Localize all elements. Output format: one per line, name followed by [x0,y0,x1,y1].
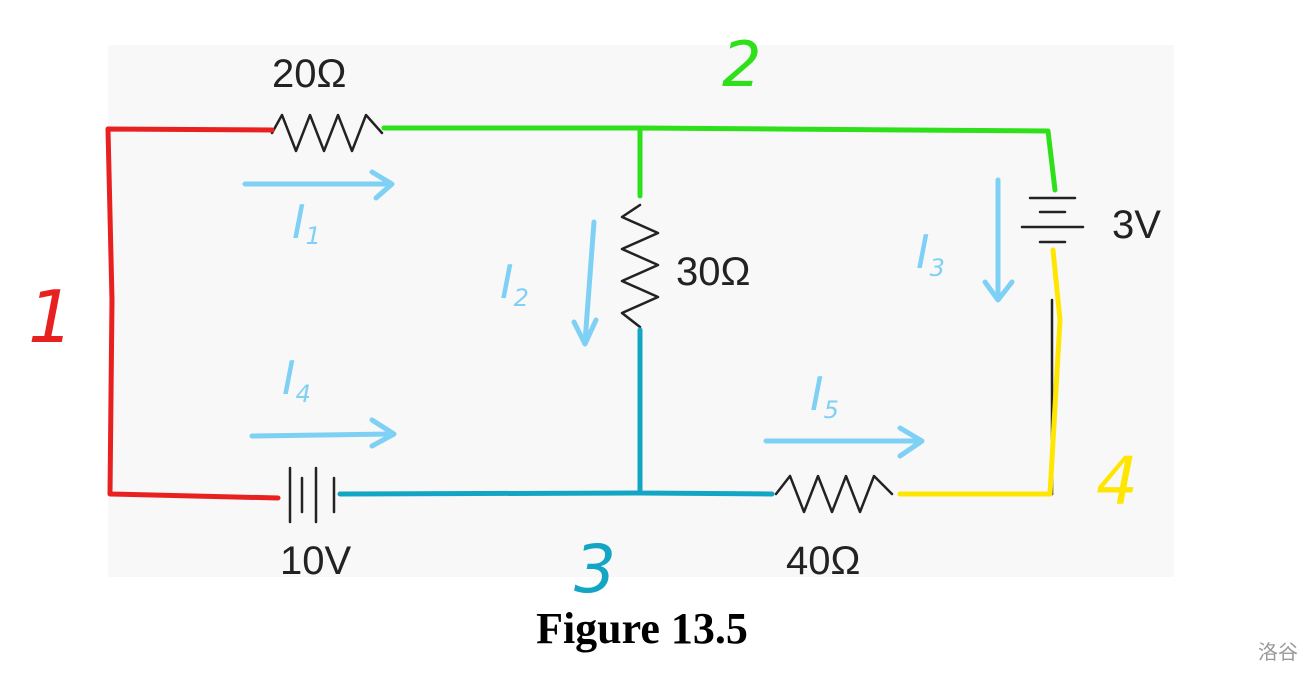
watermark-text: 洛谷 [1258,640,1298,664]
resistor-20-ohm [270,113,384,153]
current-arrow-i5 [763,425,925,459]
current-arrow-i3 [982,177,1015,303]
current-label-i2: I2 [500,255,529,312]
current-i5-main: I [810,367,824,421]
current-i4-sub: 4 [296,380,311,408]
node-label-1: 1 [28,275,74,359]
node-4-wire [897,247,1063,497]
battery-3v [1020,196,1085,244]
current-i2-main: I [500,255,514,309]
node-label-2: 2 [722,28,761,101]
label-40-ohm: 40Ω [786,539,860,583]
label-10v: 10V [280,539,351,583]
figure-caption: Figure 13.5 [536,604,748,653]
current-label-i3: I3 [916,225,945,282]
label-20-ohm: 20Ω [272,52,346,96]
node-3-wire [337,327,775,497]
label-30-ohm: 30Ω [676,250,750,294]
node-label-4: 4 [1096,443,1138,520]
current-i4-main: I [282,351,296,405]
current-i3-main: I [916,225,930,279]
current-label-i4: I4 [282,351,311,408]
current-label-i1: I1 [292,195,321,250]
label-3v: 3V [1112,203,1161,247]
current-i1-sub: 1 [306,222,321,250]
current-i2-sub: 2 [514,284,529,312]
current-arrow-i1 [242,169,395,201]
node-1-wire [105,126,281,501]
current-i5-sub: 5 [824,396,839,424]
node-2-wire [381,125,1058,199]
current-label-i5: I5 [810,367,839,424]
resistor-40-ohm [774,474,894,514]
resistor-30-ohm [620,203,660,329]
current-arrow-i2 [571,219,599,347]
current-arrow-i4 [249,417,397,449]
current-i1-main: I [292,195,306,249]
battery-10v [288,466,336,524]
current-i3-sub: 3 [930,254,945,282]
node-label-3: 3 [574,531,616,608]
